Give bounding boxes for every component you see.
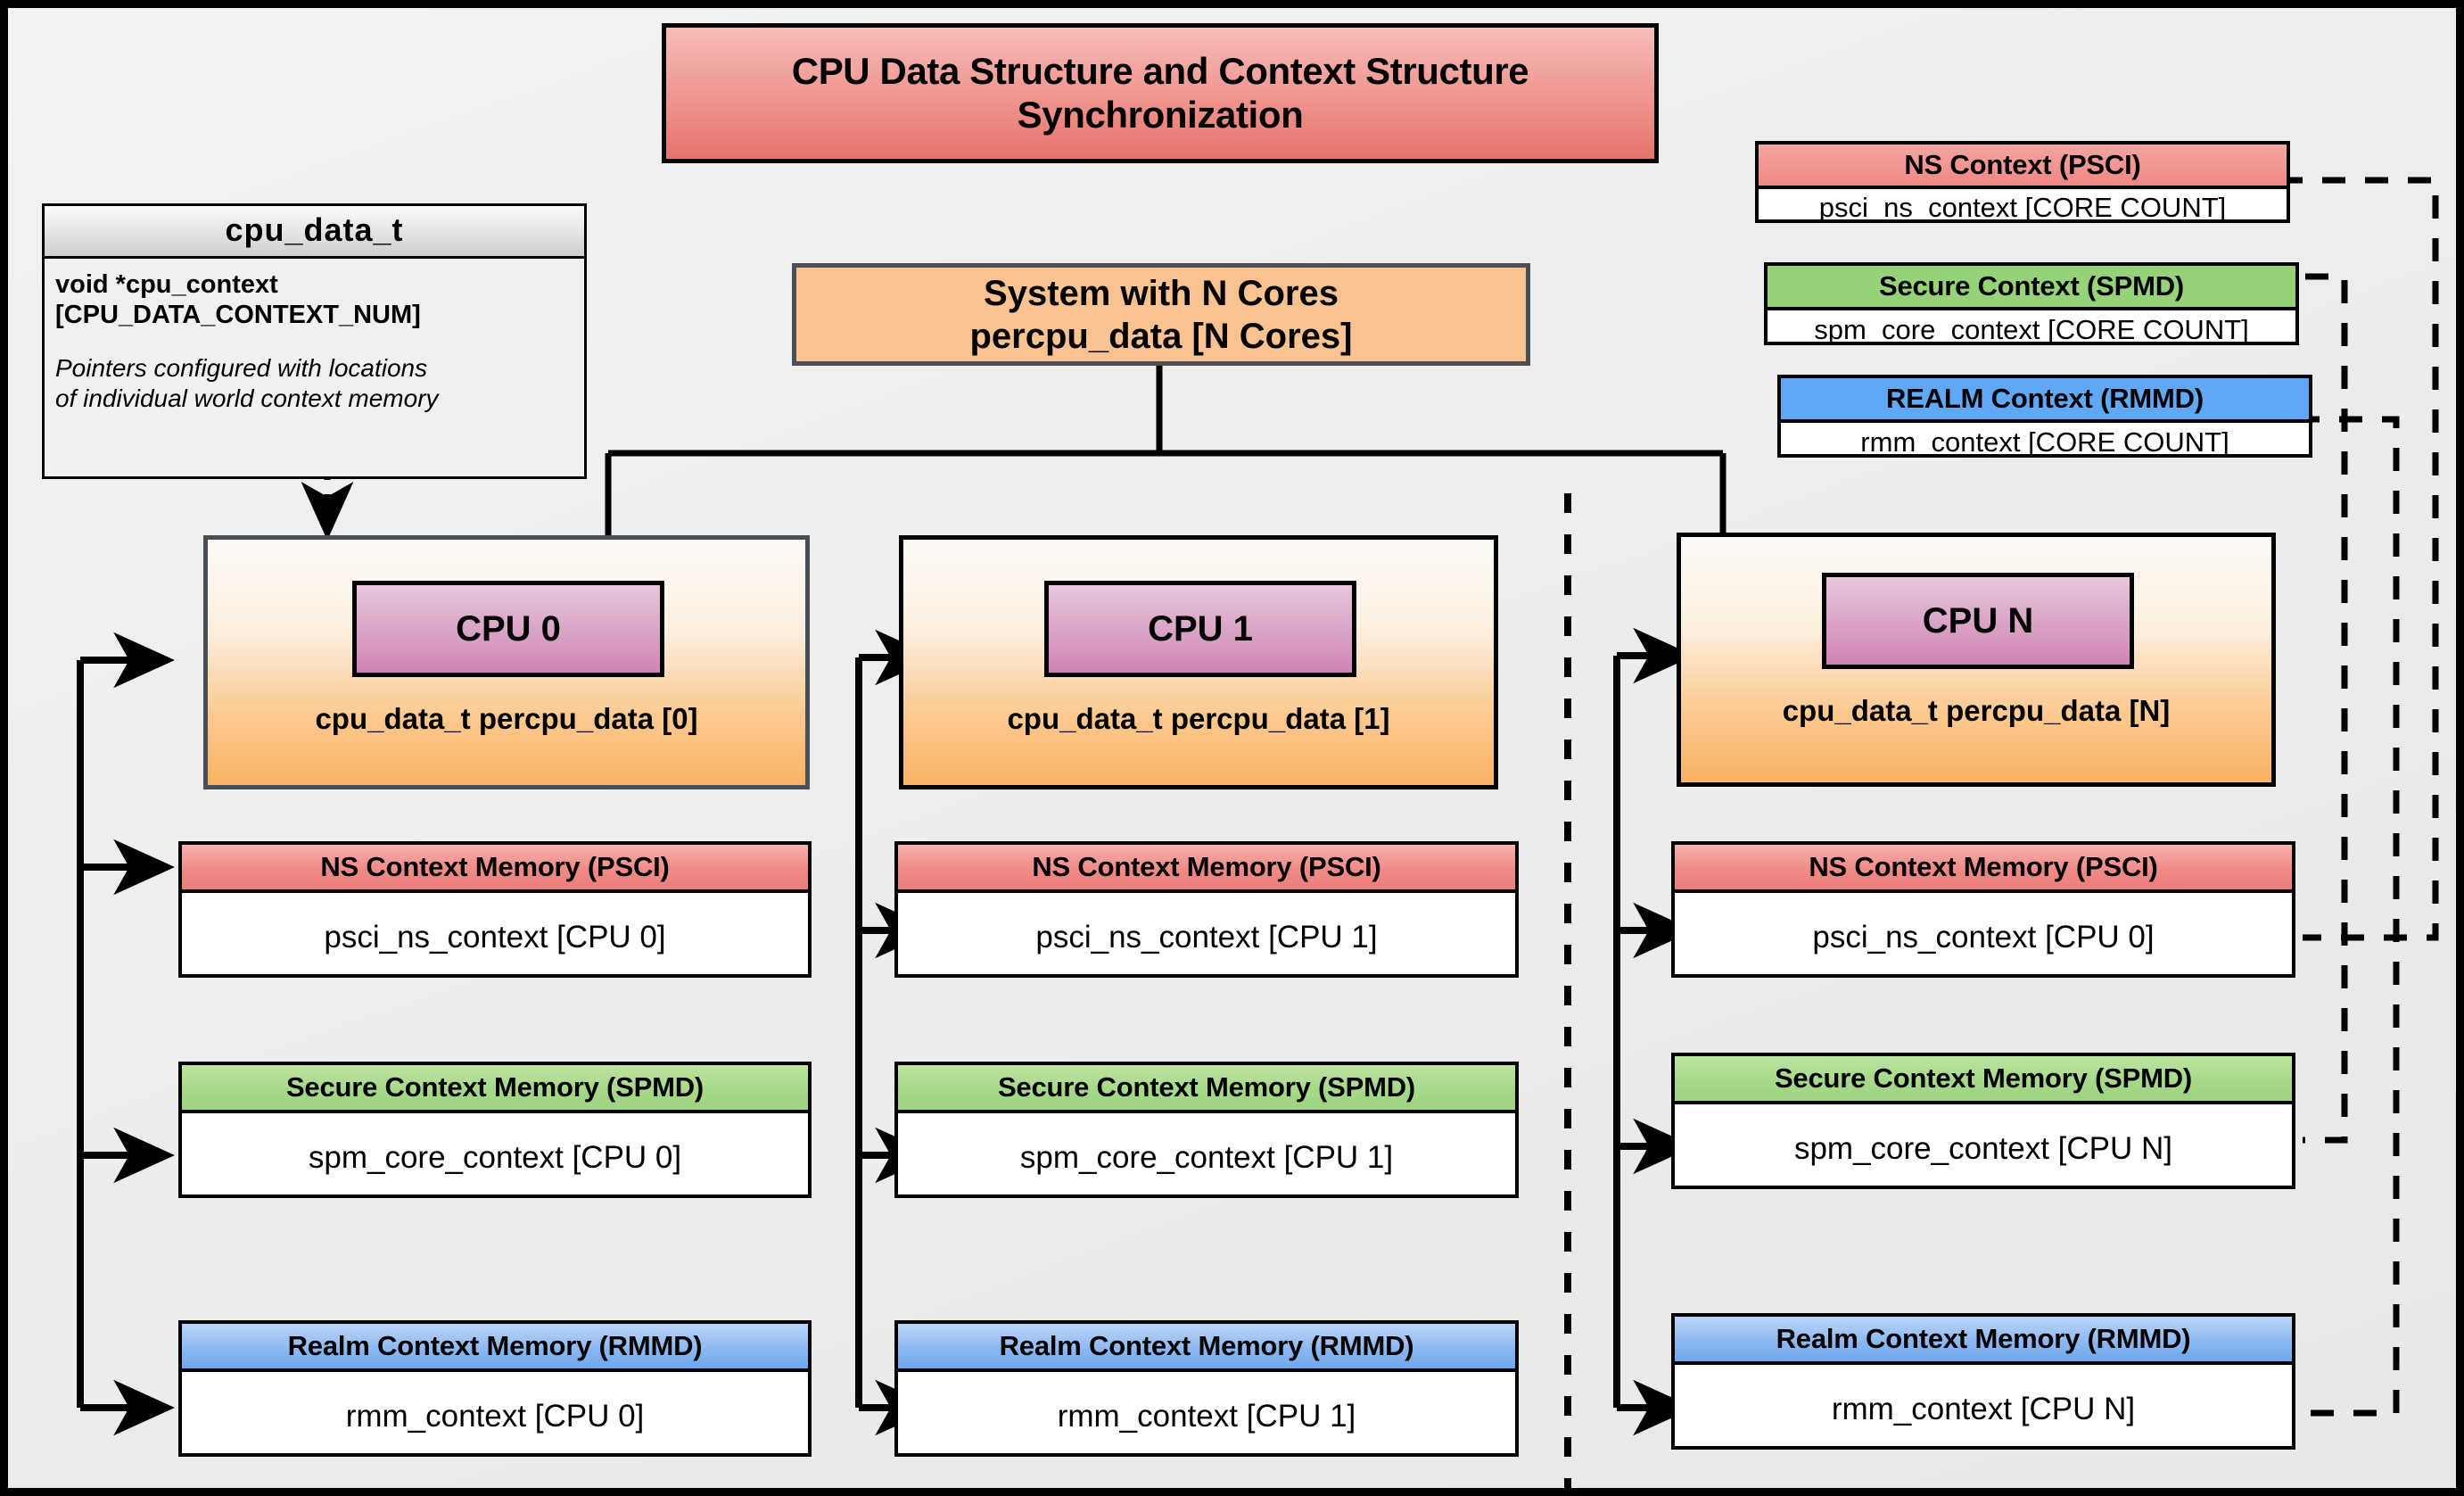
context-memory-secure-cpu0: Secure Context Memory (SPMD) spm_core_co… bbox=[178, 1062, 812, 1198]
context-memory-secure-cpu1-body: spm_core_context [CPU 1] bbox=[1019, 1139, 1394, 1175]
context-memory-ns-cpu0: NS Context Memory (PSCI) psci_ns_context… bbox=[178, 841, 812, 978]
context-memory-ns-cpun: NS Context Memory (PSCI) psci_ns_context… bbox=[1671, 841, 2295, 978]
context-memory-secure-cpu1-header: Secure Context Memory (SPMD) bbox=[898, 1065, 1515, 1113]
context-memory-realm-cpu1: Realm Context Memory (RMMD) rmm_context … bbox=[894, 1320, 1519, 1457]
global-context-ns: NS Context (PSCI) psci_ns_context [CORE … bbox=[1755, 141, 2290, 223]
global-context-realm-body: rmm_context [CORE COUNT] bbox=[1860, 426, 2229, 458]
cpu-box-label-n: cpu_data_t percpu_data [N] bbox=[1782, 694, 2171, 727]
context-memory-realm-cpun-header: Realm Context Memory (RMMD) bbox=[1675, 1317, 2292, 1365]
global-context-secure: Secure Context (SPMD) spm_core_context [… bbox=[1764, 262, 2299, 345]
system-box: System with N Cores percpu_data [N Cores… bbox=[792, 263, 1530, 366]
global-context-realm: REALM Context (RMMD) rmm_context [CORE C… bbox=[1777, 375, 2312, 458]
context-memory-secure-cpun-header: Secure Context Memory (SPMD) bbox=[1675, 1056, 2292, 1104]
context-memory-secure-cpu0-header: Secure Context Memory (SPMD) bbox=[182, 1065, 808, 1113]
context-memory-ns-cpu0-body: psci_ns_context [CPU 0] bbox=[324, 919, 666, 955]
context-memory-realm-cpu1-body: rmm_context [CPU 1] bbox=[1057, 1398, 1356, 1434]
context-memory-ns-cpun-header: NS Context Memory (PSCI) bbox=[1675, 845, 2292, 893]
global-context-secure-body: spm_core_context [CORE COUNT] bbox=[1814, 313, 2249, 345]
cpu-box-n: CPU N cpu_data_t percpu_data [N] bbox=[1677, 533, 2276, 787]
page-title: CPU Data Structure and Context Structure… bbox=[662, 23, 1659, 163]
cpu-box-label-0: cpu_data_t percpu_data [0] bbox=[315, 702, 698, 735]
struct-name: cpu_data_t bbox=[45, 206, 584, 259]
context-memory-secure-cpu1: Secure Context Memory (SPMD) spm_core_co… bbox=[894, 1062, 1519, 1198]
global-context-realm-header: REALM Context (RMMD) bbox=[1781, 378, 2309, 423]
struct-field: void *cpu_context [CPU_DATA_CONTEXT_NUM] bbox=[55, 270, 421, 330]
cpu-chip-n: CPU N bbox=[1822, 573, 2134, 669]
context-memory-realm-cpun-body: rmm_context [CPU N] bbox=[1831, 1391, 2136, 1426]
context-memory-realm-cpu1-header: Realm Context Memory (RMMD) bbox=[898, 1324, 1515, 1372]
context-memory-secure-cpu0-body: spm_core_context [CPU 0] bbox=[308, 1139, 682, 1175]
system-line-1: System with N Cores bbox=[984, 273, 1339, 313]
context-memory-ns-cpu1: NS Context Memory (PSCI) psci_ns_context… bbox=[894, 841, 1519, 978]
context-memory-realm-cpu0-body: rmm_context [CPU 0] bbox=[345, 1398, 645, 1434]
context-memory-secure-cpun: Secure Context Memory (SPMD) spm_core_co… bbox=[1671, 1053, 2295, 1189]
global-context-secure-header: Secure Context (SPMD) bbox=[1768, 266, 2295, 310]
context-memory-ns-cpu0-header: NS Context Memory (PSCI) bbox=[182, 845, 808, 893]
context-memory-realm-cpun: Realm Context Memory (RMMD) rmm_context … bbox=[1671, 1313, 2295, 1450]
cpu-data-t-struct: cpu_data_t void *cpu_context [CPU_DATA_C… bbox=[42, 203, 587, 479]
context-memory-ns-cpu1-body: psci_ns_context [CPU 1] bbox=[1035, 919, 1378, 955]
system-line-2: percpu_data [N Cores] bbox=[969, 316, 1353, 356]
global-context-ns-header: NS Context (PSCI) bbox=[1759, 145, 2287, 189]
context-memory-ns-cpun-body: psci_ns_context [CPU 0] bbox=[1812, 919, 2155, 955]
cpu-chip-1: CPU 1 bbox=[1044, 581, 1356, 677]
context-memory-realm-cpu0-header: Realm Context Memory (RMMD) bbox=[182, 1324, 808, 1372]
cpu-chip-0: CPU 0 bbox=[352, 581, 664, 677]
context-memory-secure-cpun-body: spm_core_context [CPU N] bbox=[1793, 1130, 2173, 1166]
global-context-ns-body: psci_ns_context [CORE COUNT] bbox=[1818, 192, 2227, 223]
context-memory-ns-cpu1-header: NS Context Memory (PSCI) bbox=[898, 845, 1515, 893]
struct-note: Pointers configured with locations of in… bbox=[55, 354, 439, 413]
cpu-box-label-1: cpu_data_t percpu_data [1] bbox=[1007, 702, 1390, 735]
context-memory-realm-cpu0: Realm Context Memory (RMMD) rmm_context … bbox=[178, 1320, 812, 1457]
cpu-box-0: CPU 0 cpu_data_t percpu_data [0] bbox=[203, 535, 810, 789]
cpu-box-1: CPU 1 cpu_data_t percpu_data [1] bbox=[899, 535, 1498, 789]
